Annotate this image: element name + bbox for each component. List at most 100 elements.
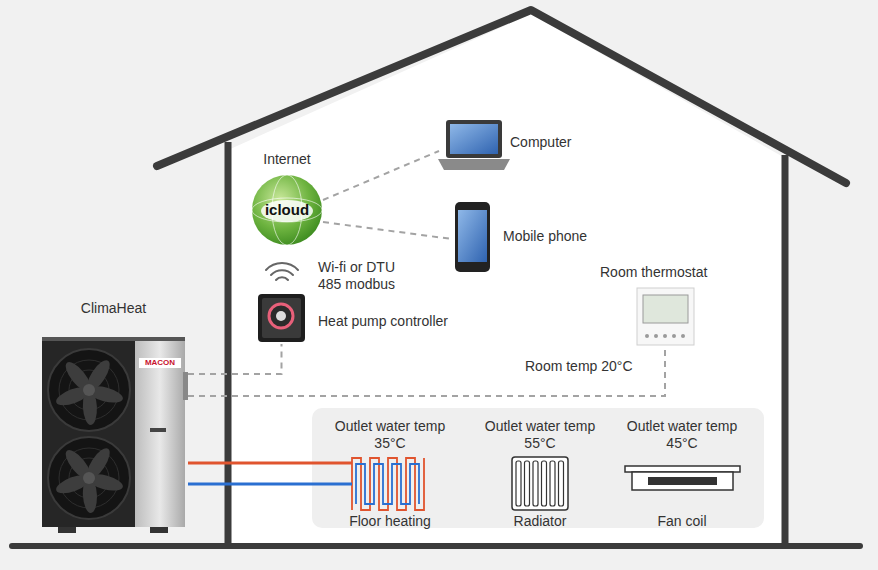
controller-dot [276,311,286,321]
device-label: Mobile phone [503,228,587,245]
radiator-outline [512,457,568,510]
signal-cable [188,344,282,374]
link-label: Wi-fi or DTU 485 modbus [318,259,418,293]
signal-cable [188,347,665,396]
controller [258,294,305,342]
emitter-name: Radiator [475,513,605,530]
laptop-lid [446,120,502,158]
signal-cable [188,344,282,374]
laptop [438,120,510,170]
ground [12,543,860,549]
fan-coil-icon [625,466,740,490]
phone-screen [458,210,487,262]
heat-pump-controller: Wi-fi or DTU 485 modbusHeat pump control… [258,294,305,342]
signal-cable [188,347,665,396]
radiator: Outlet water temp 55°CRadiator [512,455,568,512]
fan-coil-top [625,466,740,472]
fan-hub [83,384,95,396]
thermostat-button [663,334,667,338]
water-pipe [188,462,352,465]
outlet-temp: Outlet water temp 55°C [475,418,605,452]
fan-coil-grille [648,477,717,485]
phone [455,202,490,272]
wifi-arc [271,270,293,275]
unit-top [42,337,185,341]
thermostat-button [672,334,676,338]
thermostat-button [645,334,649,338]
radiator-fin [550,461,555,506]
heat-pump-unit: ClimaHeatMACON [42,337,185,527]
house-interior [228,14,785,546]
coil-hot [352,458,424,510]
wall [782,155,789,546]
fan-coil: Outlet water temp 45°CFan coil [625,466,740,492]
water-pipe [188,483,352,486]
unit-handle [150,428,166,432]
laptop-base [438,159,510,170]
room-thermostat: Room thermostatRoom temp 20°C [637,288,694,345]
water-pipe [188,463,352,484]
heat-pump-unit [42,337,188,533]
fan-coil-body [632,472,733,490]
thermostat-body [637,288,694,345]
setpoint-label: Room temp 20°C [525,358,633,375]
unit-port [183,372,188,400]
outlet-temp: Outlet water temp 35°C [325,418,455,452]
radiator-fin [516,461,521,506]
computer: Computer [442,120,508,172]
mobile-phone: Mobile phone [455,202,490,272]
cloud-label: icloud [252,201,322,218]
unit-foot [150,527,168,533]
roof [157,10,846,183]
radiator-icon [512,457,568,510]
controller-screen [262,298,301,338]
fan-grille [48,437,130,519]
network-link [323,222,452,239]
wifi-arc [266,263,298,270]
floor-heating: Outlet water temp 35°CFloor heating [350,455,430,512]
emitter-name: Floor heating [325,513,455,530]
globe [252,175,322,245]
floor-heating-coil [352,458,424,510]
room-thermostat [637,288,694,345]
thermostat-buttons [645,334,685,338]
controller-body [258,294,305,342]
fans [48,349,130,519]
emitter-panel [312,408,764,528]
thermostat-screen [643,295,688,323]
wifi-arc [276,277,288,280]
fan-hub [83,472,95,484]
thermostat-button [654,334,658,338]
emitter-name: Fan coil [617,513,747,530]
controller-dial [269,304,293,328]
laptop-screen [450,124,498,154]
unit-foot [58,527,76,533]
device-label: Heat pump controller [318,313,448,330]
device-label: Room thermostat [600,264,707,281]
network-link [323,222,452,239]
globe-heading: Internet [237,151,337,168]
radiator-fin [525,461,530,506]
globe-circle [252,175,322,245]
thermostat-button [681,334,685,338]
network-link [323,151,439,200]
radiator-fin [559,461,564,506]
brand-logo: MACON [139,358,181,368]
unit-title: ClimaHeat [42,300,185,317]
unit-side-panel [135,337,185,527]
phone-body [455,202,490,272]
coil-cold [356,464,419,504]
radiator-fin [542,461,547,506]
radiator-fin [533,461,538,506]
wifi-icon [266,263,298,280]
fan-grille [48,349,130,431]
internet-globe: Interneticloud [252,175,322,245]
device-label: Computer [510,134,571,151]
network-link [323,151,439,200]
unit-body [42,337,137,527]
